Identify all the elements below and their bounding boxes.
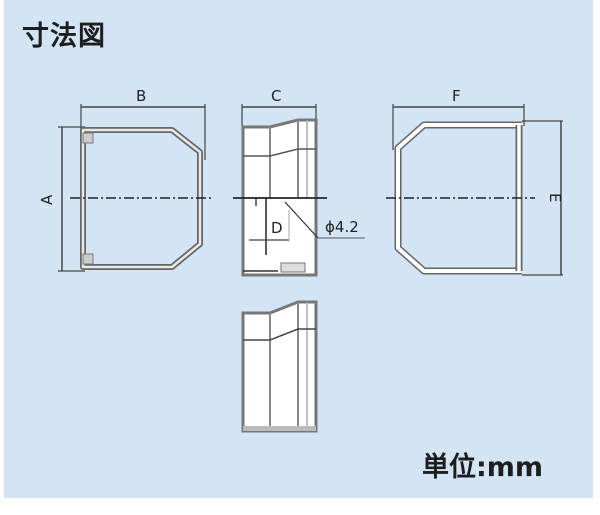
hole-diameter-label: ϕ4.2	[325, 218, 359, 236]
dim-label-a: A	[38, 194, 56, 205]
dim-label-b: B	[136, 87, 146, 105]
diagram-title: 寸法図	[22, 21, 106, 52]
dim-label-e: E	[546, 193, 564, 202]
unit-label: 単位:mm	[422, 452, 544, 483]
side-view: C D ϕ4.2	[233, 87, 365, 277]
dim-label-f: F	[452, 87, 461, 105]
front-view: B A	[38, 87, 212, 272]
rear-view: F E	[386, 87, 564, 276]
dim-label-d: D	[271, 219, 283, 237]
dim-label-c: C	[271, 87, 281, 105]
side-view-alternate	[241, 300, 318, 433]
